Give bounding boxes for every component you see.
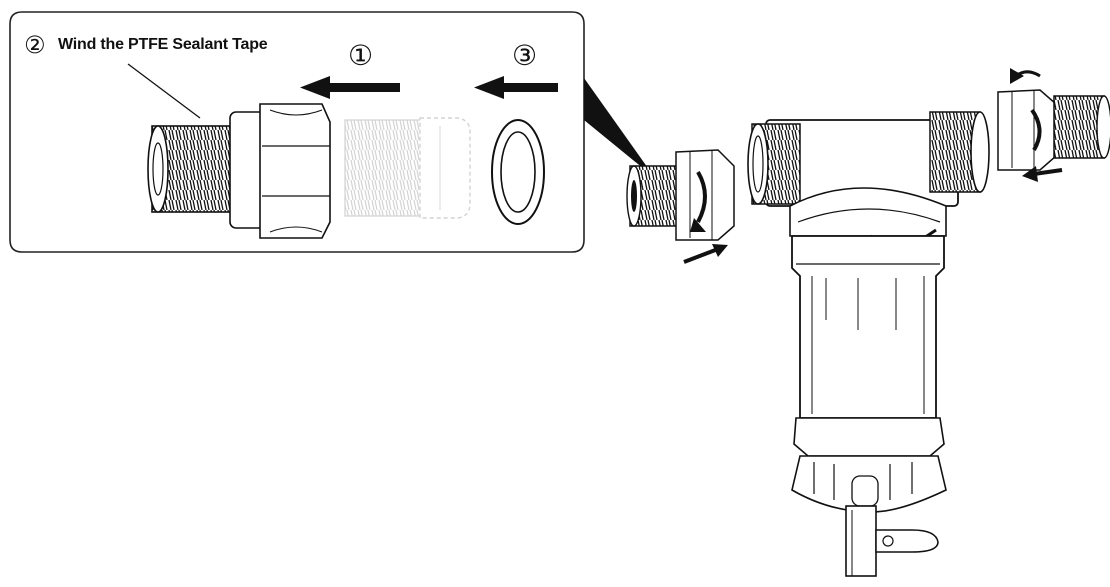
- push-arrow-icon: [1022, 166, 1063, 182]
- step-2-label: Wind the PTFE Sealant Tape: [58, 36, 268, 53]
- rotation-arrow-icon: [690, 218, 706, 232]
- push-arrow-icon: [683, 244, 728, 264]
- arrow-left-icon: [300, 76, 400, 99]
- filter-bowl: [791, 235, 947, 577]
- threaded-adapter: [147, 103, 331, 239]
- ptfe-tape-faded: [344, 117, 471, 219]
- rotation-arrow-icon: [1010, 68, 1041, 84]
- step-3-number: ③: [512, 39, 538, 72]
- right-fitting: [997, 89, 1110, 171]
- step-2-number: ②: [24, 31, 46, 59]
- leader-line: [127, 63, 201, 119]
- left-fitting: [626, 149, 735, 241]
- step-1-number: ①: [348, 39, 374, 72]
- filter-head: [747, 111, 990, 254]
- sealing-washer: [491, 119, 545, 225]
- arrow-left-icon: [474, 76, 558, 99]
